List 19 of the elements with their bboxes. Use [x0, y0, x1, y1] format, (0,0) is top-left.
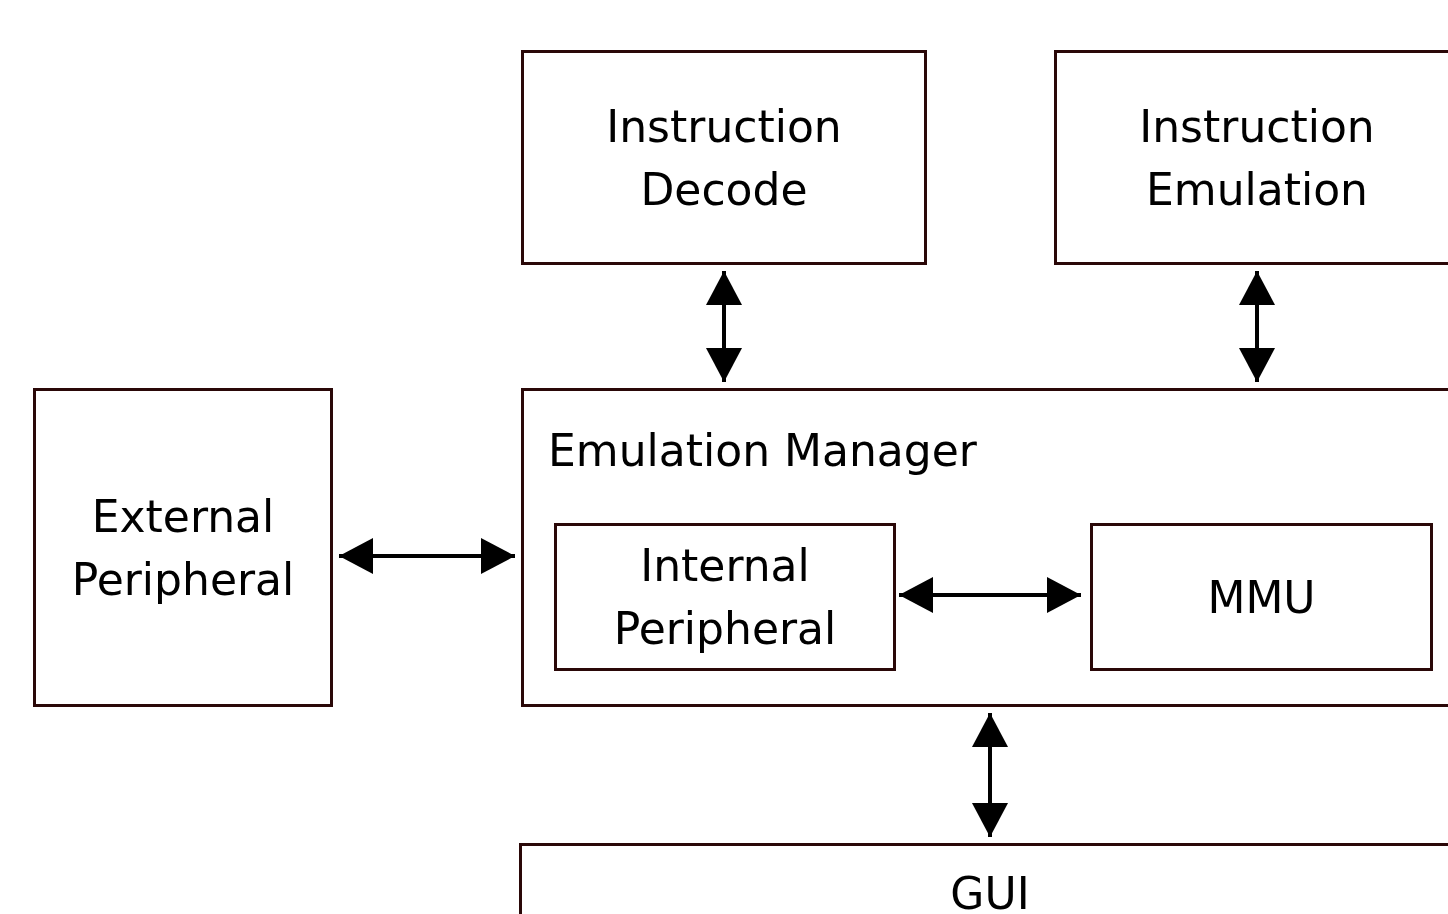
- box-label: GUI: [949, 867, 1031, 914]
- double-arrow: [339, 538, 515, 574]
- box-label: Emulation Manager: [548, 424, 977, 478]
- process-box: [519, 843, 1448, 914]
- box-label: Internal Peripheral: [612, 539, 838, 656]
- process-box: [33, 388, 333, 707]
- box-label: External Peripheral: [70, 489, 296, 607]
- double-arrow: [1239, 271, 1275, 382]
- process-box: [554, 523, 896, 671]
- process-box: [521, 50, 927, 265]
- box-label: Instruction Emulation: [1138, 99, 1376, 217]
- double-arrow: [899, 577, 1081, 613]
- process-box: [1054, 50, 1448, 265]
- process-box: [1090, 523, 1433, 671]
- box-label: Instruction Decode: [605, 99, 843, 217]
- double-arrow: [972, 713, 1008, 837]
- process-box: [521, 388, 1448, 707]
- box-label: MMU: [1206, 570, 1317, 625]
- double-arrow: [706, 271, 742, 382]
